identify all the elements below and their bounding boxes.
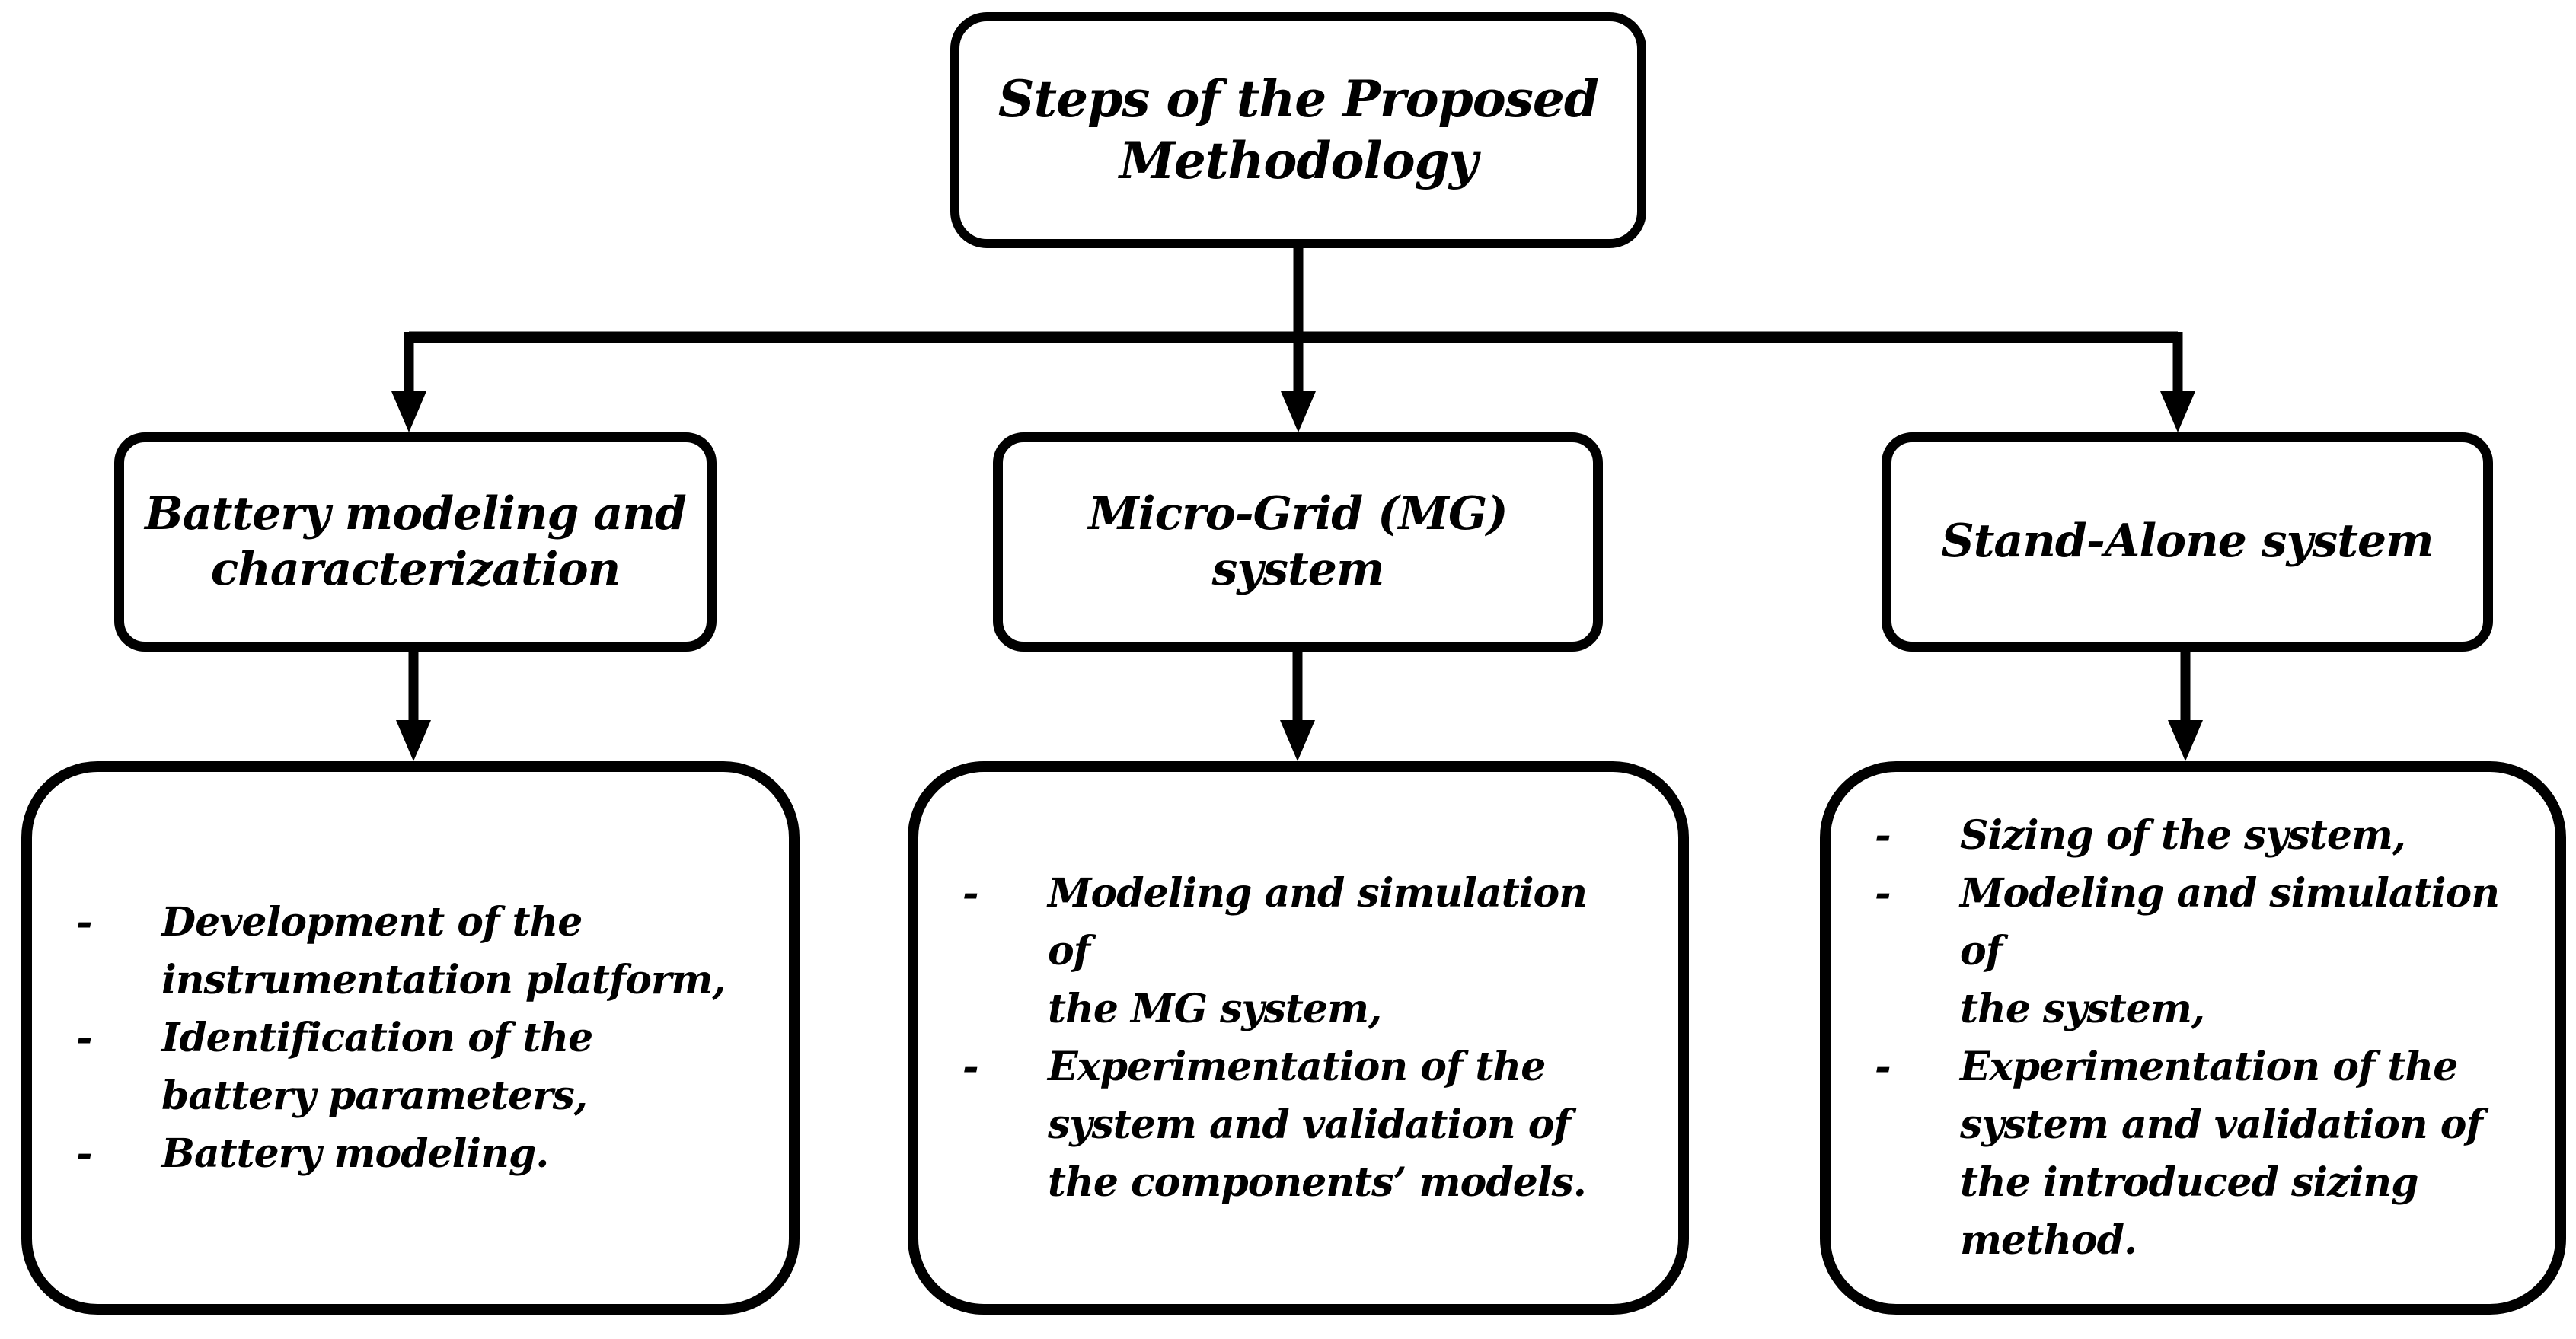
list-item-text: Battery modeling. xyxy=(161,1130,549,1177)
arrowhead-to-standalone-details xyxy=(2168,720,2203,761)
list-item-text: Modeling and simulation of the MG system… xyxy=(1048,869,1588,1032)
list-dash: - xyxy=(1875,869,1891,917)
list-item-text: Experimentation of the system and valida… xyxy=(1960,1043,2483,1264)
branch-box-battery: Battery modeling and characterization xyxy=(114,432,717,652)
list-item-text: Development of the instrumentation platf… xyxy=(161,898,726,1003)
list-item: - Experimentation of the system and vali… xyxy=(1831,1038,2555,1270)
battery-steps-list: - Development of the instrumentation pla… xyxy=(32,894,789,1183)
details-box-standalone: - Sizing of the system, - Modeling and s… xyxy=(1820,761,2566,1315)
microgrid-steps-list: - Modeling and simulation of the MG syst… xyxy=(918,865,1678,1212)
branch-title-battery: Battery modeling and characterization xyxy=(145,486,687,596)
list-item: - Battery modeling. xyxy=(32,1125,789,1183)
branch-title-microgrid: Micro-Grid (MG) system xyxy=(1088,486,1508,596)
root-title: Steps of the Proposed Methodology xyxy=(998,69,1599,190)
list-item: - Sizing of the system, xyxy=(1831,807,2555,865)
list-item: - Experimentation of the system and vali… xyxy=(918,1038,1678,1212)
standalone-steps-list: - Sizing of the system, - Modeling and s… xyxy=(1831,807,2555,1270)
list-dash: - xyxy=(1875,1043,1891,1090)
details-box-battery: - Development of the instrumentation pla… xyxy=(21,761,800,1315)
list-item-text: Identification of the battery parameters… xyxy=(161,1014,593,1119)
branch-box-standalone: Stand-Alone system xyxy=(1882,432,2493,652)
list-item: - Modeling and simulation of the MG syst… xyxy=(918,865,1678,1038)
list-item-text: Experimentation of the system and valida… xyxy=(1048,1043,1587,1206)
arrowhead-to-standalone-branch xyxy=(2160,391,2195,432)
branch-title-standalone: Stand-Alone system xyxy=(1941,515,2434,569)
root-box: Steps of the Proposed Methodology xyxy=(950,12,1646,248)
list-item-text: Sizing of the system, xyxy=(1960,811,2406,859)
list-dash: - xyxy=(76,898,93,945)
arrowhead-to-battery-branch xyxy=(391,391,426,432)
arrowhead-to-microgrid-branch xyxy=(1281,391,1316,432)
list-item: - Modeling and simulation of the system, xyxy=(1831,865,2555,1038)
list-item: - Development of the instrumentation pla… xyxy=(32,894,789,1009)
list-dash: - xyxy=(962,869,979,917)
branch-box-microgrid: Micro-Grid (MG) system xyxy=(993,432,1603,652)
list-dash: - xyxy=(76,1130,93,1177)
arrowhead-to-microgrid-details xyxy=(1280,720,1315,761)
list-dash: - xyxy=(1875,811,1891,859)
list-dash: - xyxy=(962,1043,979,1090)
details-box-microgrid: - Modeling and simulation of the MG syst… xyxy=(908,761,1689,1315)
list-dash: - xyxy=(76,1014,93,1061)
list-item: - Identification of the battery paramete… xyxy=(32,1009,789,1125)
list-item-text: Modeling and simulation of the system, xyxy=(1960,869,2500,1032)
arrowhead-to-battery-details xyxy=(396,720,431,761)
